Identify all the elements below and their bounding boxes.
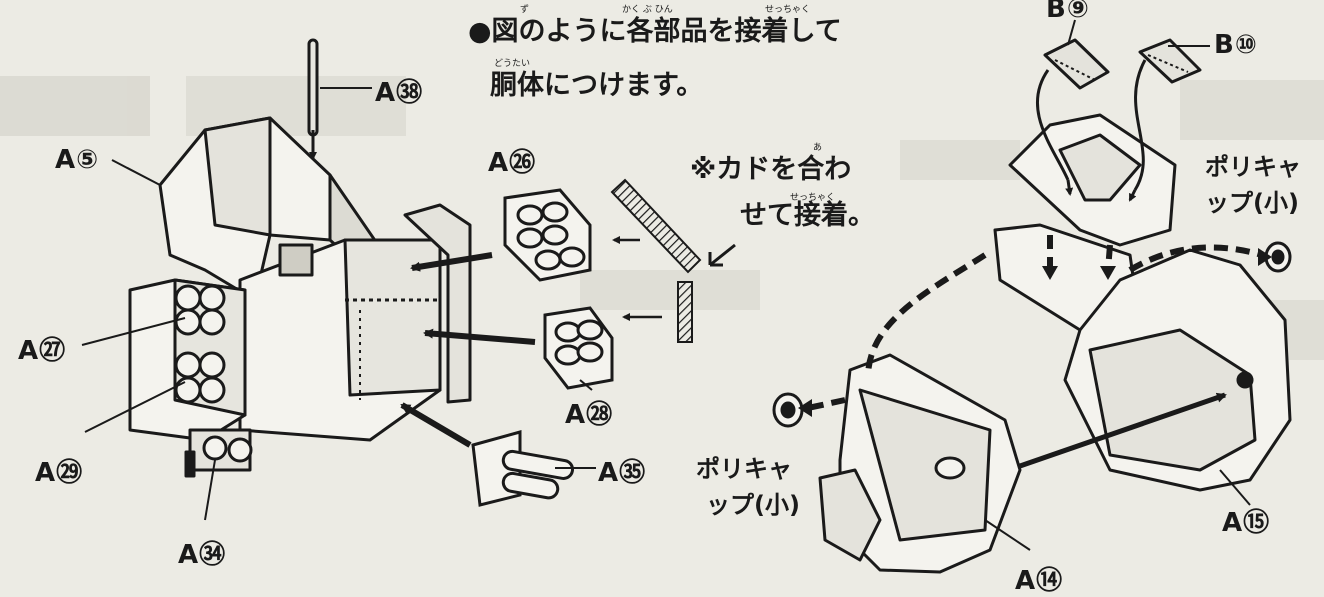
leader-lines-right — [984, 19, 1251, 551]
part-a38-rod — [307, 38, 319, 160]
polycap-left-line-2: ップ(小) — [706, 491, 800, 519]
label-a15: A⑮ — [1222, 508, 1271, 538]
instruction-ruby-2: かく ぶ ひん — [622, 5, 673, 15]
part-a14 — [818, 353, 1022, 574]
polycap-right-line-2: ップ(小) — [1205, 189, 1299, 217]
label-a14: A⑭ — [1015, 566, 1064, 596]
instruction-line-1: ●図のように各部品を接着して — [468, 16, 842, 47]
torso-assembly-right — [772, 38, 1292, 574]
label-a27: A㉗ — [18, 336, 67, 366]
instruction-ruby-4: どうたい — [494, 59, 531, 69]
part-a26 — [503, 188, 592, 282]
polycap-left-part — [772, 392, 804, 428]
instruction-ruby-3: せっちゃく — [765, 5, 811, 15]
dashed-assembly-paths — [807, 235, 1266, 411]
leader-lines-left — [81, 87, 596, 521]
label-a5: A⑤ — [55, 145, 100, 175]
dashed-arrow-heads — [798, 248, 1272, 417]
part-a35 — [471, 430, 575, 507]
label-a29: A㉙ — [35, 458, 84, 488]
note-line-1: ※カドを合わ — [690, 154, 852, 185]
assembly-arrow-right — [1019, 392, 1227, 469]
part-a5-roof — [158, 116, 387, 302]
label-a28: A㉘ — [565, 400, 614, 430]
assembly-arrows-left — [400, 252, 536, 448]
part-a34 — [184, 428, 253, 478]
polycap-right-part — [1264, 241, 1292, 273]
polycap-left-line-1: ポリキャ — [696, 455, 792, 483]
polycap-right-line-1: ポリキャ — [1205, 153, 1301, 181]
hatched-corner-strips — [610, 178, 702, 343]
side-missile-pod — [128, 278, 247, 442]
torso-body — [238, 203, 472, 442]
label-a34: A㉞ — [178, 540, 227, 570]
label-a38: A㊳ — [375, 78, 424, 108]
pod-connectors — [1035, 59, 1147, 202]
label-b9: B⑨ — [1046, 0, 1090, 24]
note-line-2: せて接着。 — [740, 200, 875, 231]
part-a28 — [543, 306, 614, 390]
instruction-ruby-1: ず — [520, 5, 530, 15]
label-a26: A㉖ — [488, 148, 537, 178]
note-ruby-1: あ — [813, 143, 823, 153]
part-b10 — [1138, 38, 1202, 84]
label-a35: A㉟ — [598, 458, 647, 488]
note-ruby-2: せっちゃく — [790, 193, 836, 203]
part-b9 — [1043, 38, 1110, 90]
torso-assembly-left — [128, 38, 472, 478]
small-arrows — [612, 236, 736, 321]
label-b10: B⑩ — [1214, 30, 1258, 60]
instruction-line-2: 胴体につけます。 — [490, 70, 704, 101]
